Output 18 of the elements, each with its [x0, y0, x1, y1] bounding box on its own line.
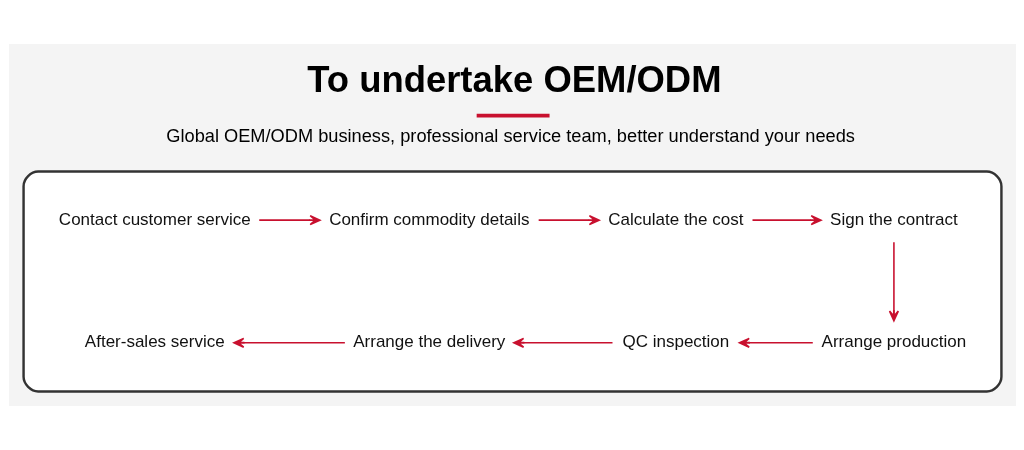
node-text: Arrange production	[821, 332, 966, 352]
node-text: Arrange the delivery	[352, 332, 505, 352]
arrow	[537, 215, 600, 226]
arrow	[232, 337, 346, 348]
node-text: Calculate the cost	[607, 209, 743, 229]
arrow	[738, 337, 814, 348]
arrow	[257, 215, 321, 226]
node-text: Contact customer service	[58, 209, 251, 229]
arrow	[888, 241, 899, 322]
arrow	[751, 215, 822, 226]
node-text: Sign the contract	[829, 209, 958, 229]
arrow	[512, 337, 613, 348]
node-text: QC inspection	[621, 332, 729, 352]
caption: Global OEM/ODM business, professional service team, better understand your needs	[165, 125, 855, 146]
diagram-title: To undertake OEM/ODM	[306, 58, 722, 100]
node-text: After-sales service	[84, 332, 225, 352]
cluster	[21, 170, 1003, 393]
node-text: Confirm commodity details	[328, 209, 529, 229]
